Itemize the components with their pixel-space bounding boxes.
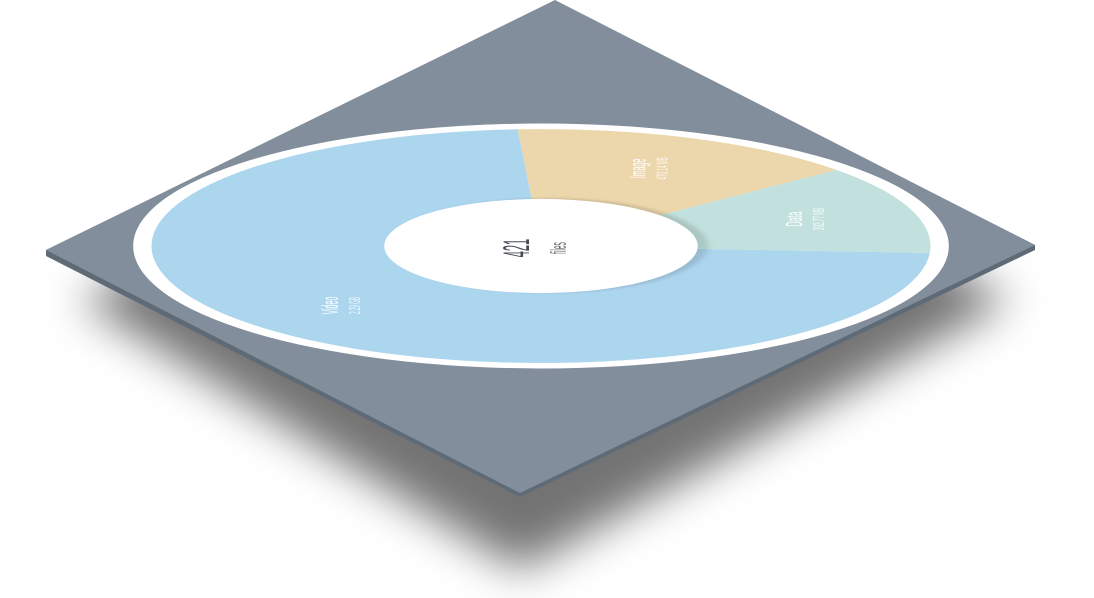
slice-data[interactable] xyxy=(618,166,1022,287)
center-disc xyxy=(384,198,698,294)
slice-value: 2.29 GB xyxy=(348,297,364,314)
slice-name: Image xyxy=(624,159,651,178)
slice-name: Video xyxy=(316,297,343,315)
slices xyxy=(0,101,1022,411)
slice-value: 392.77 MB xyxy=(812,208,828,230)
slice-value: 470.14 MB xyxy=(655,157,671,179)
slice-image[interactable] xyxy=(404,101,837,231)
slice-video[interactable] xyxy=(0,108,999,411)
slice-name: Data xyxy=(780,212,807,227)
slice-label-video: Video 2.29 GB xyxy=(316,297,364,315)
slice-label-data: Data 392.77 MB xyxy=(780,208,828,230)
file-count-unit: files xyxy=(547,242,571,254)
file-count: 421 xyxy=(495,239,537,257)
center-label: 421 files xyxy=(495,239,571,257)
